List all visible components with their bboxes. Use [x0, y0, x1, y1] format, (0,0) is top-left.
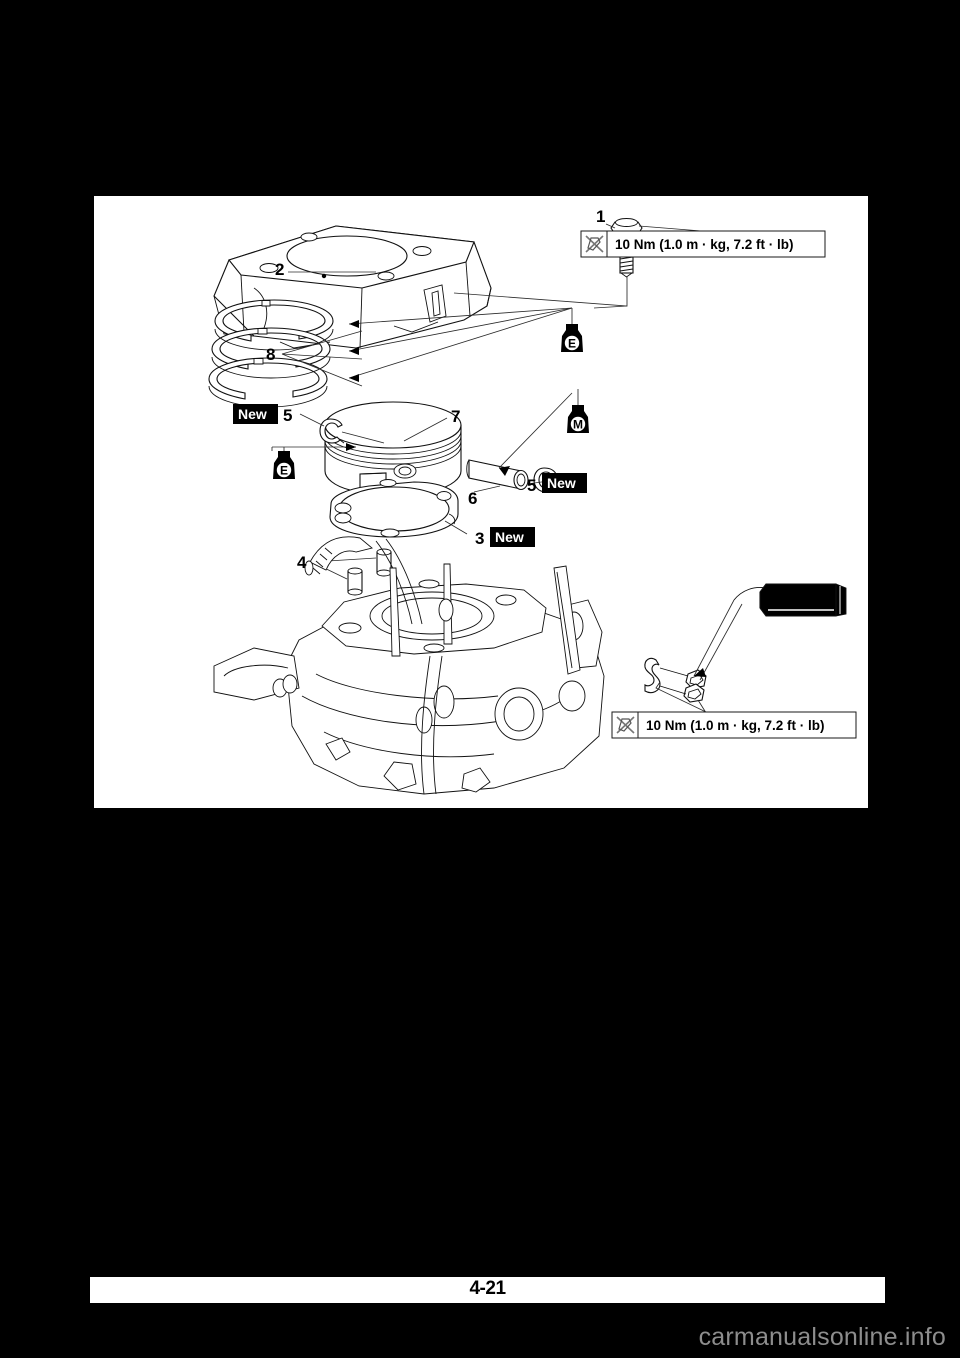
callout-5-left-leader — [299, 413, 325, 427]
new-badge-5-left: New — [233, 404, 278, 424]
callout-label-6: 6 — [468, 489, 477, 508]
new-badge-5-right-text: New — [547, 475, 576, 491]
callout-label-2: 2 — [275, 260, 284, 279]
callout-label-7: 7 — [451, 407, 460, 426]
callout-label-5-left: 5 — [283, 406, 292, 425]
moly-oil-bottle-icon: M — [567, 405, 589, 433]
callout-3-leader — [444, 520, 468, 535]
callout-6-leader — [473, 485, 501, 493]
callout-label-3: 3 — [475, 529, 484, 548]
engine-oil-bottle-letter-piston: E — [280, 464, 288, 478]
figure-panel: 10 Nm (1.0 m · kg, 7.2 ft · lb) — [94, 196, 868, 808]
engine-oil-bottle-icon-piston: E — [273, 451, 295, 479]
callout-7-leader — [403, 417, 448, 442]
new-badge-3-text: New — [495, 529, 524, 545]
piston-rings-illustration — [208, 299, 334, 408]
torque-spec-top: 10 Nm (1.0 m · kg, 7.2 ft · lb) — [580, 230, 826, 258]
callout-1-leader — [605, 223, 616, 229]
new-badge-5-right: New — [542, 473, 587, 493]
dowel-pins-illustration — [347, 548, 392, 596]
callout-8-leaders — [281, 330, 363, 387]
site-watermark: carmanualsonline.info — [698, 1323, 946, 1351]
engine-oil-piston-leaders — [271, 443, 356, 451]
torque-spec-top-text: 10 Nm (1.0 m · kg, 7.2 ft · lb) — [615, 237, 794, 252]
torque-spec-bottom-text: 10 Nm (1.0 m · kg, 7.2 ft · lb) — [646, 718, 825, 733]
clip-left-position-leader — [341, 431, 385, 444]
engine-oil-bottle-letter-rings: E — [568, 337, 576, 351]
callout-label-8: 8 — [266, 345, 275, 364]
exploded-view-diagram: 10 Nm (1.0 m · kg, 7.2 ft · lb) — [208, 207, 857, 795]
cylinder-gasket-illustration — [329, 479, 459, 538]
moly-oil-leaders — [498, 389, 579, 476]
callout-label-5-right: 5 — [527, 476, 536, 495]
breather-clamp-illustration — [644, 583, 847, 717]
piston-pin-illustration — [466, 459, 529, 491]
engine-oil-bottle-icon-rings: E — [561, 324, 583, 352]
torque-spec-bottom: 10 Nm (1.0 m · kg, 7.2 ft · lb) — [611, 711, 857, 739]
bolt-location-leader-2 — [593, 305, 628, 309]
engine-oil-ring-leaders — [348, 307, 573, 382]
callout-label-4: 4 — [297, 553, 307, 572]
new-badge-5-left-text: New — [238, 406, 267, 422]
callout-label-1: 1 — [596, 207, 605, 226]
new-badge-3: New — [490, 527, 535, 547]
tightening-torque-icon-bottom — [616, 716, 635, 734]
breather-hose-part — [759, 583, 847, 617]
piston-pin-clip-left — [319, 418, 345, 444]
page-footer-bar: 4-21 — [90, 1277, 885, 1303]
moly-oil-bottle-letter: M — [573, 418, 583, 432]
page-number: 4-21 — [469, 1278, 506, 1299]
piston-illustration — [324, 401, 462, 497]
engine-assembly-illustration — [213, 536, 605, 795]
tightening-torque-icon — [585, 235, 604, 253]
